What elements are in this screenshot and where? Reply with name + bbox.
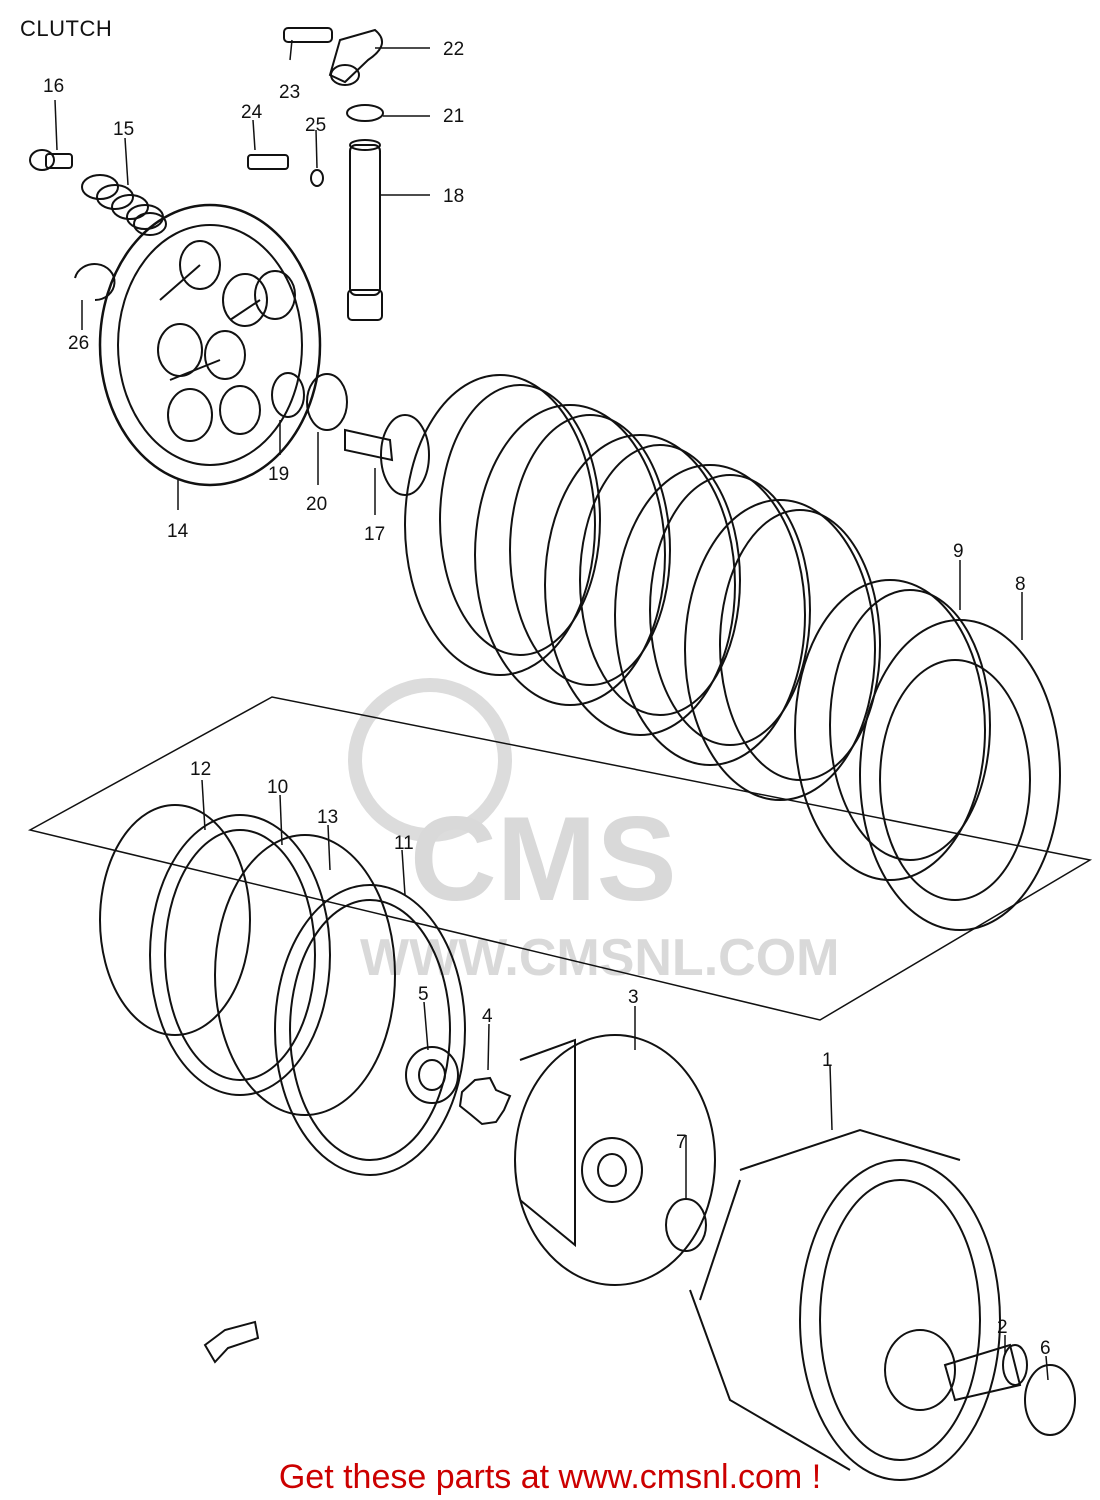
callout-9: 9	[953, 541, 964, 562]
thrust-washer-6[interactable]	[1024, 1364, 1076, 1436]
bearing-20[interactable]	[306, 373, 348, 431]
callout-7: 7	[676, 1132, 687, 1153]
push-piece[interactable]	[344, 414, 430, 496]
damper-assembly[interactable]	[99, 804, 466, 1176]
callout-3: 3	[628, 987, 639, 1008]
callout-21: 21	[443, 106, 464, 127]
callout-22: 22	[443, 39, 464, 60]
callout-10: 10	[267, 777, 288, 798]
page-title: CLUTCH	[20, 16, 113, 41]
release-shaft[interactable]	[347, 139, 383, 321]
callout-23: 23	[279, 82, 300, 103]
callout-26: 26	[68, 333, 89, 354]
leader-lines	[54, 39, 1049, 1381]
callout-1: 1	[822, 1050, 833, 1071]
callout-11: 11	[394, 833, 414, 854]
watermark-brand: CMS	[410, 792, 677, 926]
callout-12: 12	[190, 759, 211, 780]
washer-19[interactable]	[271, 372, 305, 418]
clutch-plate-stack[interactable]	[404, 374, 991, 881]
callout-19: 19	[268, 464, 289, 485]
callout-5: 5	[418, 984, 429, 1005]
lock-washer-4[interactable]	[458, 1076, 512, 1126]
pressure-plate[interactable]	[98, 203, 322, 487]
callout-17: 17	[364, 524, 385, 545]
assembly-frame	[27, 696, 1093, 1021]
watermark-url: WWW.CMSNL.COM	[360, 929, 839, 987]
callout-15: 15	[113, 119, 134, 140]
callout-16: 16	[43, 76, 64, 97]
nut-5[interactable]	[405, 1046, 459, 1104]
callout-2: 2	[997, 1317, 1008, 1338]
callout-24: 24	[241, 102, 263, 123]
clutch-spring[interactable]	[81, 174, 167, 236]
washer-21[interactable]	[346, 104, 384, 122]
callout-13: 13	[317, 807, 338, 828]
cms-watermark: CMS WWW.CMSNL.COM	[348, 678, 839, 987]
callout-8: 8	[1015, 574, 1026, 595]
spring-bolt[interactable]	[29, 149, 73, 171]
clutch-sleeve-hub[interactable]	[514, 1034, 716, 1286]
footer-link-text[interactable]: Get these parts at www.cmsnl.com !	[278, 1458, 822, 1496]
callout-14: 14	[167, 521, 189, 542]
washer-25[interactable]	[310, 169, 324, 187]
circlip[interactable]	[74, 263, 116, 301]
callout-25: 25	[305, 115, 326, 136]
callout-18: 18	[443, 186, 464, 207]
screw-24[interactable]	[247, 154, 289, 170]
callout-4: 4	[482, 1006, 493, 1027]
front-arrow-icon	[203, 1320, 260, 1364]
callout-numbers: 1 2 3 4 5 6 7 8 9 10 11 12 13 14 15 16 1…	[43, 39, 1051, 1359]
callout-20: 20	[306, 494, 327, 515]
release-arm[interactable]	[283, 27, 383, 86]
clutch-housing[interactable]	[689, 1128, 1001, 1481]
callout-6: 6	[1040, 1338, 1051, 1359]
friction-plate[interactable]	[859, 619, 1061, 931]
spacer-2[interactable]	[943, 1343, 1028, 1402]
